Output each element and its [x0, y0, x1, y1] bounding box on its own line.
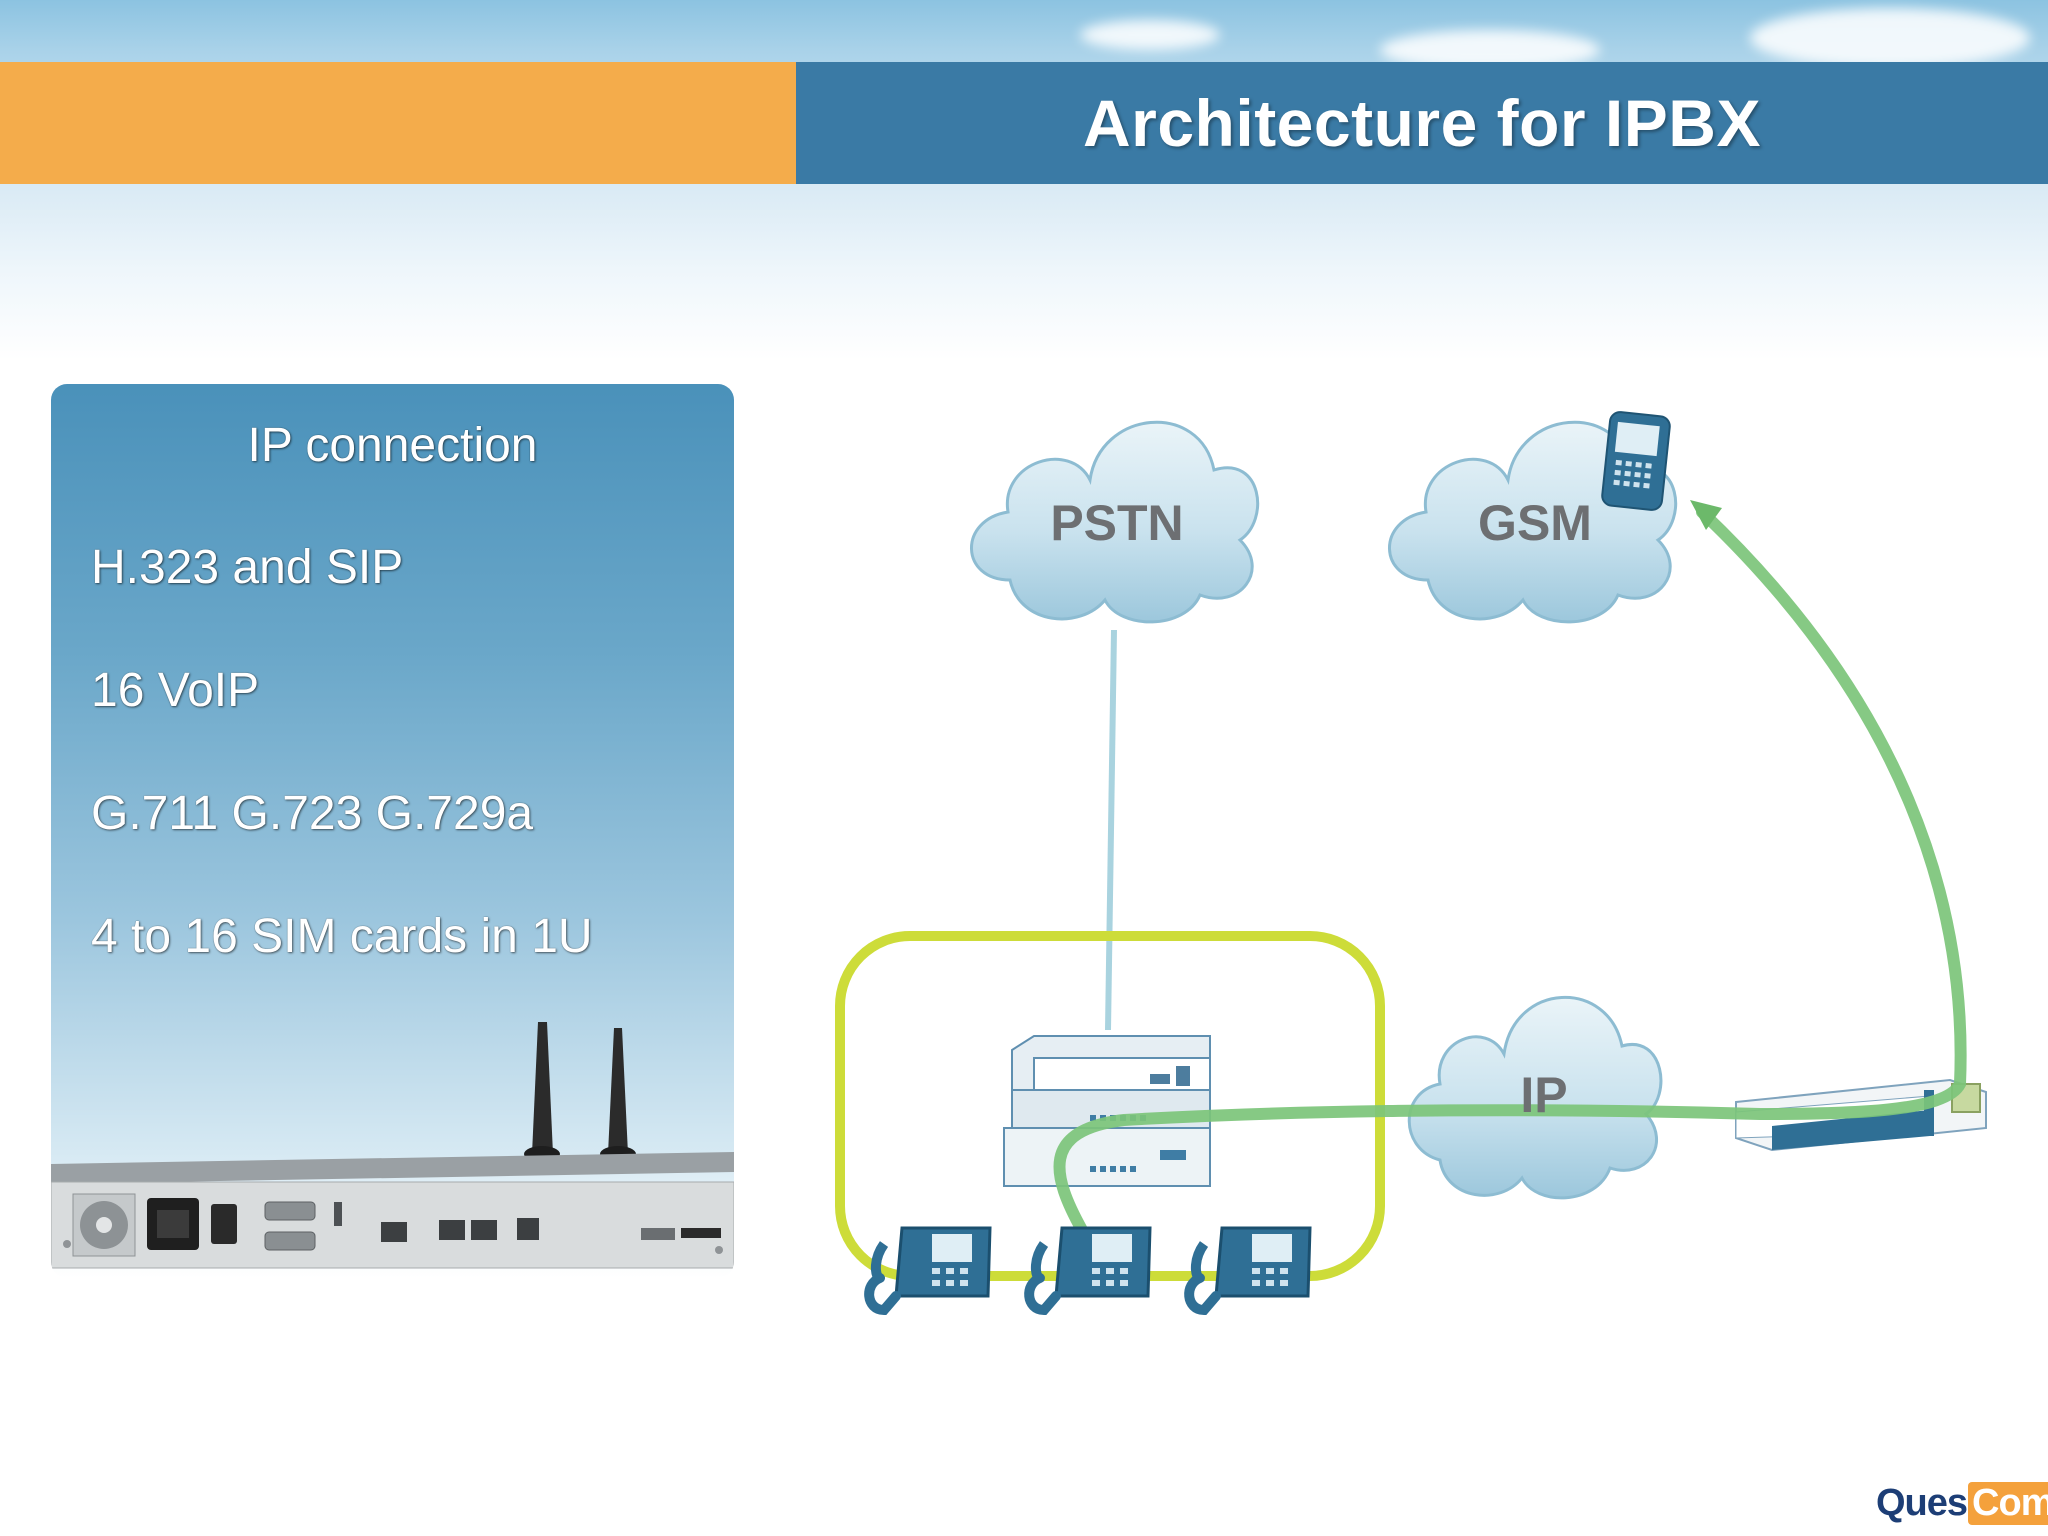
ethernet-port-icon — [381, 1222, 407, 1242]
power-socket-inner — [157, 1210, 189, 1238]
mobile-phone-icon — [1601, 411, 1671, 511]
logo-part-1: Ques — [1876, 1481, 1968, 1524]
sky-cloud — [1080, 20, 1220, 50]
cable-icon — [681, 1228, 721, 1238]
ipbx-device-icon — [1003, 1035, 1211, 1187]
info-panel: IP connection H.323 and SIP 16 VoIP G.71… — [51, 384, 734, 1278]
chassis-top — [51, 1152, 734, 1184]
serial-port-icon — [264, 1231, 316, 1251]
slide-title: Architecture for IPBX — [1083, 86, 1761, 160]
panel-bullet: H.323 and SIP — [91, 541, 404, 594]
gsm-label: GSM — [1478, 495, 1592, 551]
antenna-icon — [608, 1028, 628, 1154]
panel-heading: IP connection — [247, 419, 538, 472]
desk-phone-icon — [864, 1226, 992, 1316]
serial-port-icon — [264, 1201, 316, 1221]
connector-icon — [641, 1228, 675, 1240]
pstn-label: PSTN — [1050, 495, 1184, 551]
ethernet-port-icon — [471, 1220, 497, 1240]
panel-bullet: 16 VoIP — [91, 664, 260, 717]
ip-cloud-icon — [1407, 996, 1663, 1200]
title-band-orange — [0, 62, 796, 184]
title-band-blue — [796, 62, 2048, 184]
screw — [63, 1240, 71, 1248]
desk-phone-icon — [1184, 1226, 1312, 1316]
ethernet-port-icon — [517, 1218, 539, 1240]
led-indicator — [334, 1202, 342, 1226]
ethernet-port-icon — [439, 1220, 465, 1240]
panel-bullet: 4 to 16 SIM cards in 1U — [91, 910, 593, 963]
antenna-icon — [532, 1022, 553, 1154]
power-switch-icon — [211, 1204, 237, 1244]
route-arrowhead-icon — [1690, 500, 1722, 530]
desk-phone-icon — [1024, 1226, 1152, 1316]
ip-label: IP — [1520, 1067, 1568, 1123]
gsm-gateway-hardware — [51, 1022, 734, 1269]
pstn-cloud-icon — [970, 420, 1260, 624]
sky-cloud — [1750, 8, 2030, 68]
pstn-link — [1105, 629, 1117, 1031]
panel-bullet: G.711 G.723 G.729a — [91, 787, 534, 840]
screw — [715, 1246, 723, 1254]
fan-hub — [96, 1217, 112, 1233]
logo-part-2: Com — [1968, 1481, 2048, 1525]
gsm-call-route — [1053, 506, 1967, 1236]
